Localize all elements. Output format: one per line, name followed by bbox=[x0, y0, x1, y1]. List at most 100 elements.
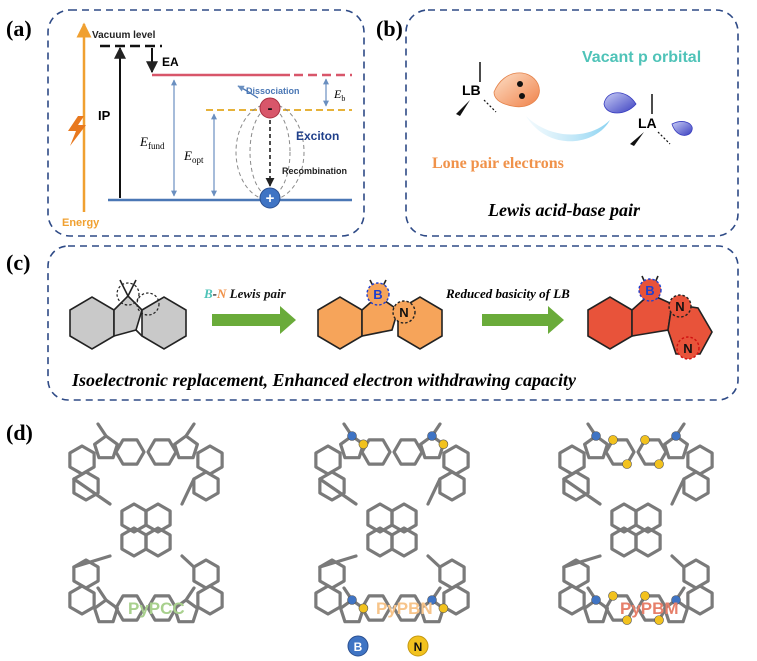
boron-atom-pypbm-bl bbox=[591, 595, 601, 605]
bn2-n-atom: N bbox=[675, 299, 684, 314]
panel-a-frame bbox=[47, 9, 365, 237]
bn2-n-circle bbox=[668, 294, 692, 318]
linker-ring-pypcc-tr bbox=[192, 470, 220, 502]
pyrene-ring-pypcc-1 bbox=[144, 502, 172, 534]
methyl-pypcc-tr bbox=[184, 422, 196, 438]
fused-ring-pypcc-tr bbox=[196, 444, 224, 476]
vacant-orbital-lobe-right bbox=[671, 121, 693, 136]
outer-ring-pypbn-br bbox=[392, 594, 424, 622]
bn-b-atom: B bbox=[373, 287, 382, 302]
label-pypbm: PyPBM bbox=[620, 599, 679, 618]
lone-pair-dot-2 bbox=[519, 93, 525, 99]
recombination-label: Recombination bbox=[282, 166, 347, 176]
nitrogen-atom-b-pypbm-tl bbox=[608, 435, 618, 445]
lb-wedge bbox=[456, 100, 470, 116]
lone-pair-label: Lone pair electrons bbox=[432, 155, 564, 172]
panel-c-frame bbox=[47, 245, 739, 401]
arrow-1 bbox=[212, 306, 296, 334]
panel-a-tag: (a) bbox=[6, 16, 32, 41]
link-bond-pypbn-tr bbox=[426, 477, 442, 506]
legend-boron-dot bbox=[347, 635, 369, 657]
electron bbox=[259, 97, 281, 119]
fused-ring-pypbm-br bbox=[686, 584, 714, 616]
link-bond-pypbn-tl bbox=[318, 477, 358, 506]
legend-nitrogen-dot bbox=[407, 635, 429, 657]
molecule-pypbm bbox=[558, 422, 714, 625]
nitrogen-atom-a-pypbm-br bbox=[654, 615, 664, 625]
lightning-icon bbox=[68, 116, 86, 146]
bn-b-circle bbox=[366, 282, 390, 306]
molecule-pypbn bbox=[314, 422, 470, 624]
arrow-2-label: Reduced basicity of LB bbox=[445, 286, 570, 301]
nitrogen-atom-a-pypbm-bl bbox=[622, 615, 632, 625]
vacuum-level-label: Vacuum level bbox=[92, 30, 156, 41]
nitrogen-atom-a-pypbm-tr bbox=[654, 459, 664, 469]
outer-ring-pypcc-bl bbox=[114, 594, 146, 622]
panel-c-tag: (c) bbox=[6, 250, 30, 275]
fluorene-c2-circle bbox=[136, 292, 160, 316]
linker-ring-pypbn-tr bbox=[438, 470, 466, 502]
fused-ring-pypcc-br bbox=[196, 584, 224, 616]
dissociation-arrow bbox=[237, 85, 259, 99]
panel-d-tag: (d) bbox=[6, 420, 33, 445]
dissociation-label: Dissociation bbox=[246, 86, 300, 96]
lb-hash bbox=[483, 99, 497, 113]
methyl-pypcc-tl bbox=[96, 422, 108, 438]
fused-ring-pypbn-tl bbox=[314, 444, 342, 476]
lb-label: LB bbox=[462, 82, 481, 98]
bn2-n2-circle bbox=[676, 336, 700, 360]
panel-b: (b) Vacant p orbital LB LA Lone pair ele… bbox=[376, 9, 739, 237]
linker-ring-pypbm-tr bbox=[682, 470, 710, 502]
boron-atom-pypbn-tl bbox=[347, 431, 357, 441]
vacant-orbital-lobe-left bbox=[603, 92, 637, 114]
bn-n-circle bbox=[392, 300, 416, 324]
fused-ring-pypbn-br bbox=[442, 584, 470, 616]
nitrogen-atom-b-pypbm-br bbox=[640, 591, 650, 601]
pyrene-ring-pypbm-3 bbox=[634, 526, 662, 558]
fused-ring-pypcc-bl bbox=[68, 584, 96, 616]
label-pypbn: PyPBN bbox=[376, 599, 433, 618]
legend-boron-label: B bbox=[354, 640, 363, 654]
arrow-2 bbox=[482, 306, 564, 334]
la-hash bbox=[657, 131, 671, 145]
boron-atom-pypbm-tl bbox=[591, 431, 601, 441]
panel-c-caption: Isoelectronic replacement, Enhanced elec… bbox=[71, 370, 577, 390]
boron-atom-pypbn-tr bbox=[427, 431, 437, 441]
link-bond-pypcc-tl bbox=[72, 477, 112, 506]
linker-ring-pypbm-br bbox=[682, 558, 710, 590]
link-bond-pypbm-tr bbox=[670, 477, 686, 506]
fluorene-c-circle bbox=[116, 282, 140, 306]
boron-atom-pypbm-br bbox=[671, 595, 681, 605]
pyrene-ring-pypbn-3 bbox=[390, 526, 418, 558]
fused-ring-pypbn-tr bbox=[442, 444, 470, 476]
electron-sign: - bbox=[268, 100, 273, 117]
ip-label: IP bbox=[98, 108, 111, 123]
panel-d: (d) PyPCC PyPBN PyPBM B N bbox=[6, 420, 714, 657]
la-wedge bbox=[630, 132, 644, 146]
electron-stream bbox=[526, 116, 610, 142]
nitrogen-atom-pypbn-tr bbox=[438, 439, 449, 450]
fused-ring-pypbm-tl bbox=[558, 444, 586, 476]
five-ring-pypcc-tr bbox=[172, 434, 200, 460]
five-ring-pypbm-tr bbox=[662, 434, 690, 460]
outer-ring-pypcc-br bbox=[146, 594, 178, 622]
link-bond-pypbn-bl bbox=[318, 554, 358, 569]
lone-pair-orbital bbox=[493, 72, 540, 108]
ea-label: EA bbox=[162, 55, 179, 69]
panel-b-frame bbox=[405, 9, 739, 237]
fluorene-structure bbox=[69, 279, 187, 350]
molecule-structures bbox=[68, 422, 714, 625]
link-bond-pypcc-br bbox=[180, 554, 196, 569]
link-bond-pypcc-bl bbox=[72, 554, 112, 569]
panel-b-tag: (b) bbox=[376, 16, 403, 41]
linker-ring-pypcc-br bbox=[192, 558, 220, 590]
methyl-pypcc-br bbox=[184, 586, 196, 602]
bn2-b-atom: B bbox=[645, 283, 654, 298]
fused-ring-pypbm-tr bbox=[686, 444, 714, 476]
pyrene-ring-pypbm-1 bbox=[634, 502, 662, 534]
pyrene-ring-pypcc-3 bbox=[144, 526, 172, 558]
nitrogen-atom-b-pypbm-tr bbox=[640, 435, 650, 445]
hole-sign: + bbox=[266, 190, 275, 207]
energy-label: Energy bbox=[62, 217, 100, 229]
